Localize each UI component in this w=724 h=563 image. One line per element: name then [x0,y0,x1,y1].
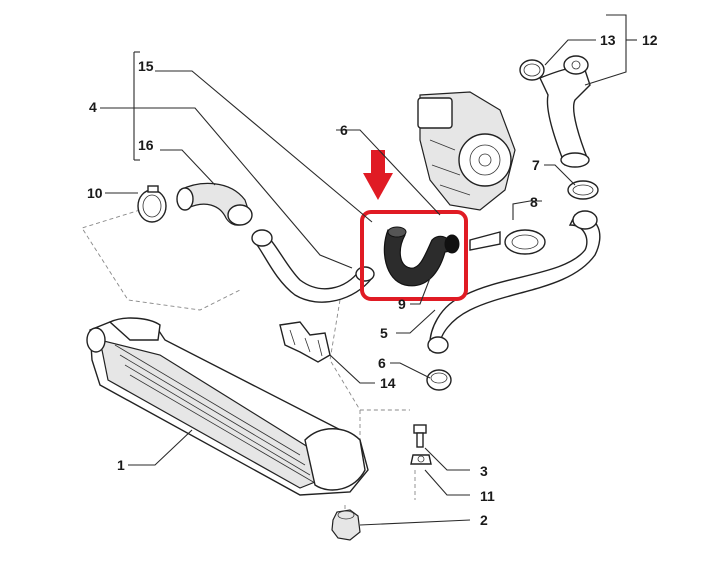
callout-15: 15 [138,58,154,74]
intercooler-1 [86,317,369,496]
callout-5: 5 [380,325,388,341]
callout-2: 2 [480,512,488,528]
callout-3: 3 [480,463,488,479]
callout-11: 11 [480,488,495,504]
callout-6-lower: 6 [378,355,386,371]
highlight-box [360,210,468,301]
callout-4: 4 [89,99,97,115]
callout-7: 7 [532,157,540,173]
callout-1: 1 [117,457,125,473]
callout-8: 8 [530,194,538,210]
hose-4 [251,229,375,303]
bracket-8 [469,229,546,255]
callout-14: 14 [380,375,396,391]
hose-5 [427,210,601,354]
callout-6-upper: 6 [340,122,348,138]
clamp-6 [426,369,452,391]
pipe-12 [519,55,591,168]
callout-13: 13 [600,32,616,48]
clamp-10 [137,185,167,223]
hose-9 [383,226,460,287]
turbocharger [417,91,516,211]
callout-16: 16 [138,137,154,153]
callout-10: 10 [87,185,103,201]
clamp-7 [567,180,599,200]
callout-9: 9 [398,296,406,312]
mount-2 [331,509,361,541]
nut-11 [410,454,432,465]
bolt-3 [413,424,427,448]
callout-12: 12 [642,32,658,48]
elbow-16 [176,182,253,226]
leader-lines [100,14,637,526]
bracket-14 [279,321,331,363]
highlight-arrow-icon [363,150,393,200]
